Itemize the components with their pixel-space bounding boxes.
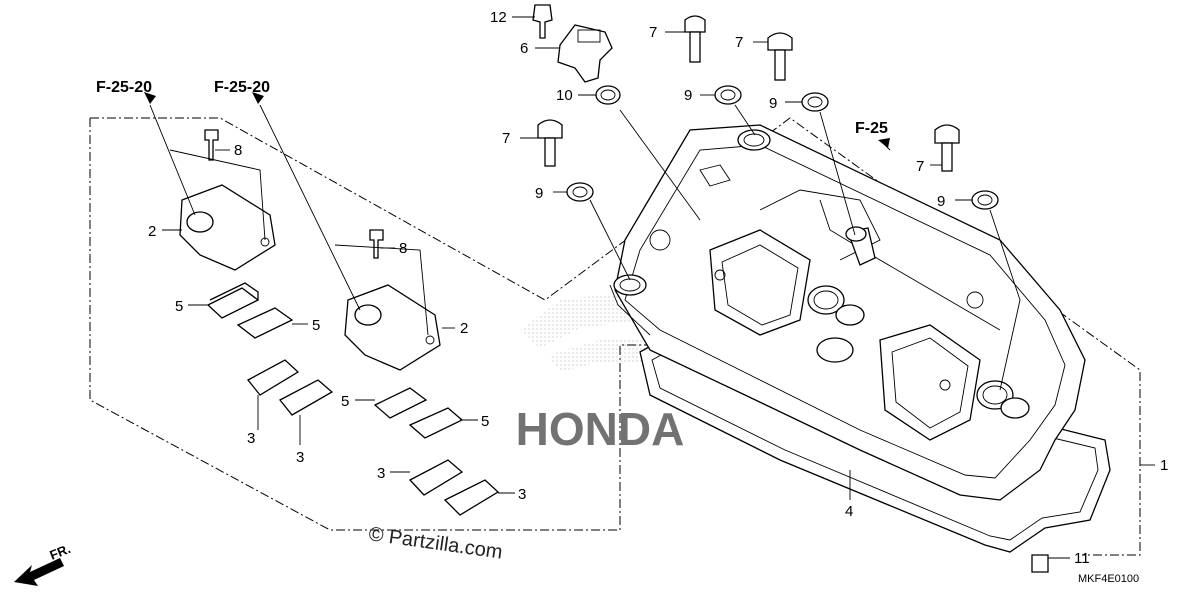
breather-gaskets	[206, 282, 464, 439]
diagram-code: MKF4E0100	[1078, 573, 1139, 585]
breather-filters	[247, 359, 500, 516]
watermark: © Partzilla.com	[367, 523, 504, 564]
cap-bolts	[537, 15, 999, 210]
part-label-3: 3	[247, 430, 255, 447]
reference-labels: F-25-20 F-25-20 F-25	[96, 79, 888, 137]
part-label-8: 8	[399, 240, 407, 257]
part-label-1: 1	[1160, 457, 1168, 474]
ref-label-f-25-20: F-25-20	[96, 79, 152, 96]
part-label-2: 2	[148, 223, 156, 240]
part-label-3: 3	[518, 486, 526, 503]
part-label-5: 5	[481, 413, 489, 430]
part-label-5: 5	[341, 393, 349, 410]
sensor-o-ring	[595, 85, 621, 105]
part-label-7: 7	[735, 34, 743, 51]
group-boundary	[89, 117, 1141, 556]
part-label-7: 7	[502, 130, 510, 147]
sensor-bolt	[532, 4, 553, 39]
logo-text: HONDA	[516, 403, 685, 455]
front-label: FR.	[48, 541, 73, 563]
cylinder-head-cover	[609, 124, 1111, 553]
part-label-6: 6	[520, 40, 528, 57]
part-label-5: 5	[175, 298, 183, 315]
camshaft-sensor	[557, 24, 613, 83]
part-label-2: 2	[460, 320, 468, 337]
front-indicator: FR.	[14, 541, 73, 586]
part-label-11: 11	[1074, 550, 1090, 567]
part-label-7: 7	[916, 158, 924, 175]
part-label-10: 10	[556, 87, 573, 104]
part-label-9: 9	[769, 95, 777, 112]
front-arrow-icon	[14, 558, 64, 586]
part-label-9: 9	[937, 193, 945, 210]
part-label-3: 3	[377, 465, 385, 482]
ref-label-f-25-20: F-25-20	[214, 79, 270, 96]
part-label-3: 3	[296, 449, 304, 466]
part-label-4: 4	[845, 503, 853, 520]
part-label-8: 8	[234, 142, 242, 159]
part-labels: 1 2 2 3 3 3 3 4 5 5 5 5 6 7 7 7 7 8 8 9 …	[148, 9, 1168, 567]
reference-arrows	[144, 92, 890, 148]
part-label-9: 9	[535, 185, 543, 202]
camshaft-sensor-group	[532, 4, 621, 105]
grommet	[1031, 554, 1049, 573]
part-label-9: 9	[684, 87, 692, 104]
part-label-12: 12	[490, 9, 507, 26]
part-label-5: 5	[312, 317, 320, 334]
ref-label-f-25: F-25	[855, 120, 888, 137]
part-label-7: 7	[649, 24, 657, 41]
